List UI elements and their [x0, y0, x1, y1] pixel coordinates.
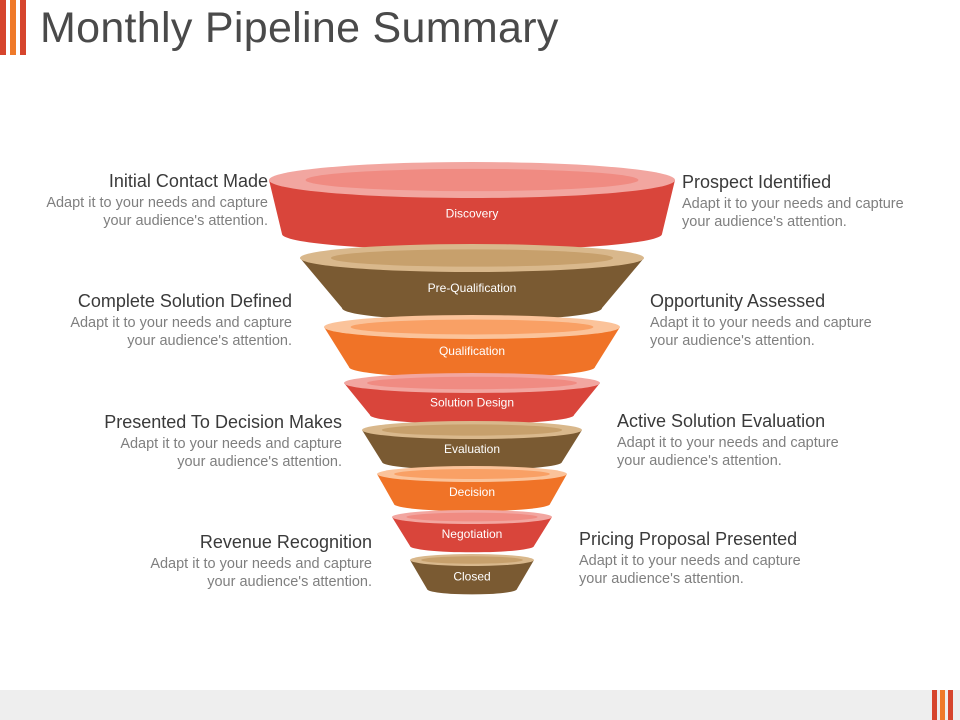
callout-heading: Initial Contact Made — [108, 171, 268, 191]
callout-heading: Complete Solution Defined — [77, 291, 292, 311]
footer-accent-bar-2 — [940, 690, 945, 720]
funnel-tier-inner — [367, 376, 577, 390]
accent-bar-red-2 — [20, 0, 26, 55]
callout-heading: Active Solution Evaluation — [617, 411, 826, 431]
funnel-tier-decision: Decision — [377, 466, 567, 512]
funnel-tier-evaluation: Evaluation — [362, 421, 582, 471]
funnel-tier-inner — [350, 319, 594, 335]
funnel-tier-body — [300, 258, 644, 321]
footer-accent-bars — [932, 690, 956, 720]
funnel-tier-body — [410, 560, 534, 595]
callout-heading: Pricing Proposal Presented — [579, 529, 798, 549]
footer-accent-bar-1 — [932, 690, 937, 720]
funnel-tier-inner — [406, 512, 538, 522]
callout-description: Adapt it to your needs and capture your … — [682, 196, 904, 230]
callout-heading: Revenue Recognition — [199, 532, 372, 552]
callout-pricing-proposal: Pricing Proposal Presented Adapt it to y… — [579, 528, 819, 588]
callout-heading: Presented To Decision Makes — [104, 412, 342, 432]
funnel-tier-label: Decision — [449, 485, 495, 499]
footer-bar — [0, 690, 960, 720]
funnel-tier-inner — [305, 168, 639, 192]
title-accent-bars — [0, 0, 30, 55]
callout-active-evaluation: Active Solution Evaluation Adapt it to y… — [617, 410, 857, 470]
callout-description: Adapt it to your needs and capture your … — [120, 436, 342, 470]
funnel-tier-body — [324, 327, 620, 378]
funnel-tier-body — [377, 474, 567, 512]
funnel-tier-label: Qualification — [439, 344, 505, 358]
funnel-tier-inner — [381, 424, 563, 436]
funnel-tier-body — [344, 383, 600, 424]
funnel-tier-inner — [330, 249, 614, 267]
callout-description: Adapt it to your needs and capture your … — [46, 195, 268, 229]
footer-accent-bar-3 — [948, 690, 953, 720]
callout-prospect-identified: Prospect Identified Adapt it to your nee… — [682, 171, 932, 231]
callout-initial-contact: Initial Contact Made Adapt it to your ne… — [0, 170, 268, 230]
callout-description: Adapt it to your needs and capture your … — [150, 556, 372, 590]
callout-complete-solution: Complete Solution Defined Adapt it to yo… — [0, 290, 292, 350]
funnel-tier-closed: Closed — [410, 554, 534, 595]
funnel-tier-label: Negotiation — [442, 527, 503, 541]
callout-heading: Prospect Identified — [682, 172, 832, 192]
funnel-tier-body — [392, 517, 552, 553]
funnel-tier-negotiation: Negotiation — [392, 510, 552, 553]
callout-opportunity-assessed: Opportunity Assessed Adapt it to your ne… — [650, 290, 890, 350]
funnel-tier-pre-qualification: Pre-Qualification — [300, 244, 644, 321]
funnel-tier-label: Evaluation — [444, 442, 500, 456]
callout-description: Adapt it to your needs and capture your … — [579, 553, 801, 587]
callout-description: Adapt it to your needs and capture your … — [617, 435, 839, 469]
funnel-tier-label: Solution Design — [430, 396, 514, 410]
funnel-tier-label: Discovery — [446, 206, 499, 220]
funnel-tier-inner — [421, 556, 523, 564]
funnel-tier-solution-design: Solution Design — [344, 373, 600, 424]
funnel-tier-qualification: Qualification — [324, 315, 620, 378]
funnel-tier-label: Pre-Qualification — [428, 281, 517, 295]
funnel-tier-discovery: Discovery — [269, 162, 675, 251]
funnel-tier-label: Closed — [453, 570, 490, 584]
funnel-tier-inner — [394, 469, 550, 479]
callout-description: Adapt it to your needs and capture your … — [650, 315, 872, 349]
page-title: Monthly Pipeline Summary — [40, 4, 559, 52]
accent-bar-orange — [10, 0, 16, 55]
callout-presented-decision: Presented To Decision Makes Adapt it to … — [42, 411, 342, 471]
callout-heading: Opportunity Assessed — [650, 291, 826, 311]
accent-bar-red — [0, 0, 6, 55]
callout-description: Adapt it to your needs and capture your … — [70, 315, 292, 349]
funnel-tier-body — [269, 180, 675, 251]
callout-revenue-recognition: Revenue Recognition Adapt it to your nee… — [72, 531, 372, 591]
funnel-tier-body — [362, 430, 582, 471]
